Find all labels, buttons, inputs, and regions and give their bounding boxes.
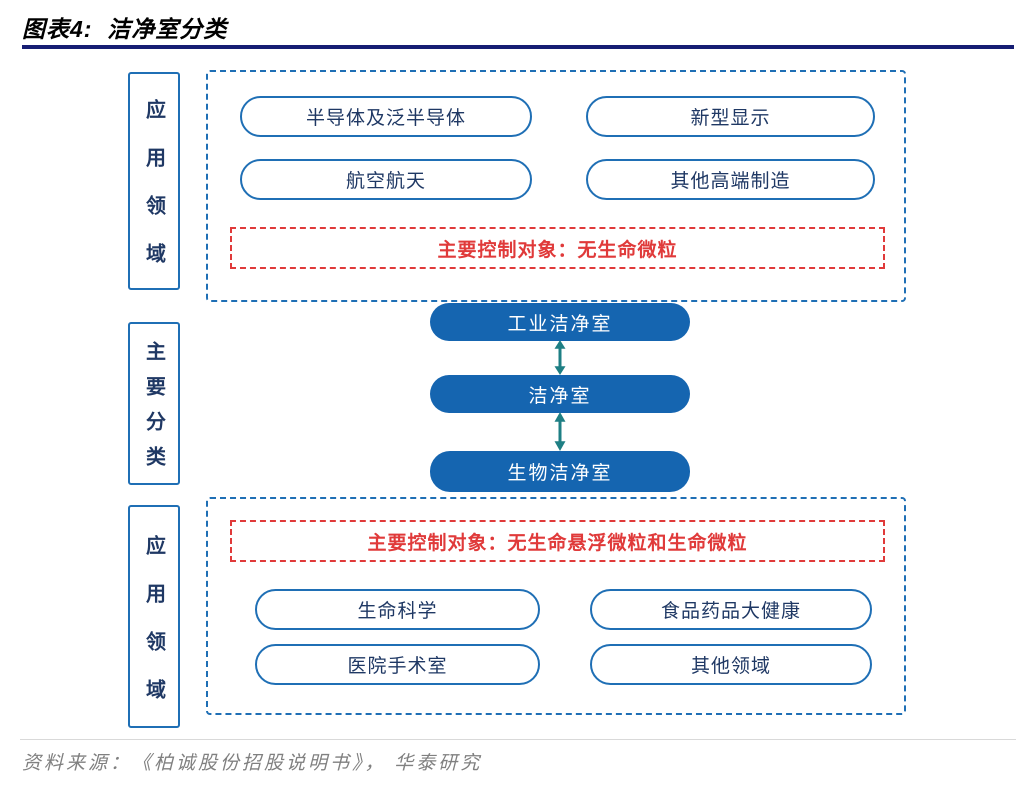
source-note: 资料来源：《柏诚股份招股说明书》， 华泰研究: [22, 753, 483, 774]
node-industrial-cleanroom: 工业洁净室: [430, 303, 690, 341]
pill-life-science: 生命科学: [255, 589, 540, 630]
node-bio-cleanroom: 生物洁净室: [430, 451, 690, 492]
side-label-application-top: 应用领域: [128, 72, 180, 291]
pill-other-fields: 其他领域: [590, 644, 872, 685]
up-down-arrow-icon: [554, 340, 566, 375]
side-label-main-classification: 主要分类: [128, 322, 180, 485]
pill-hospital-operating-room: 医院手术室: [255, 644, 540, 685]
side-label-application-top-text: 应用领域: [142, 99, 165, 291]
pill-aerospace: 航空航天: [240, 159, 532, 200]
up-down-arrow-icon: [554, 412, 566, 451]
node-cleanroom: 洁净室: [430, 375, 690, 413]
side-label-main-classification-text: 主要分类: [142, 341, 165, 481]
pill-new-display: 新型显示: [586, 96, 875, 137]
control-object-note-top: 主要控制对象：无生命微粒: [230, 227, 885, 269]
pill-other-highend-manufacturing: 其他高端制造: [586, 159, 875, 200]
footer-divider: [20, 739, 1016, 740]
side-label-application-bottom: 应用领域: [128, 505, 180, 728]
control-object-note-bottom: 主要控制对象：无生命悬浮微粒和生命微粒: [230, 520, 885, 562]
side-label-application-bottom-text: 应用领域: [142, 534, 165, 727]
figure-title: 图表4: 洁净室分类: [22, 16, 228, 42]
title-underline: [22, 45, 1014, 49]
pill-semiconductor: 半导体及泛半导体: [240, 96, 532, 137]
pill-food-drug-health: 食品药品大健康: [590, 589, 872, 630]
